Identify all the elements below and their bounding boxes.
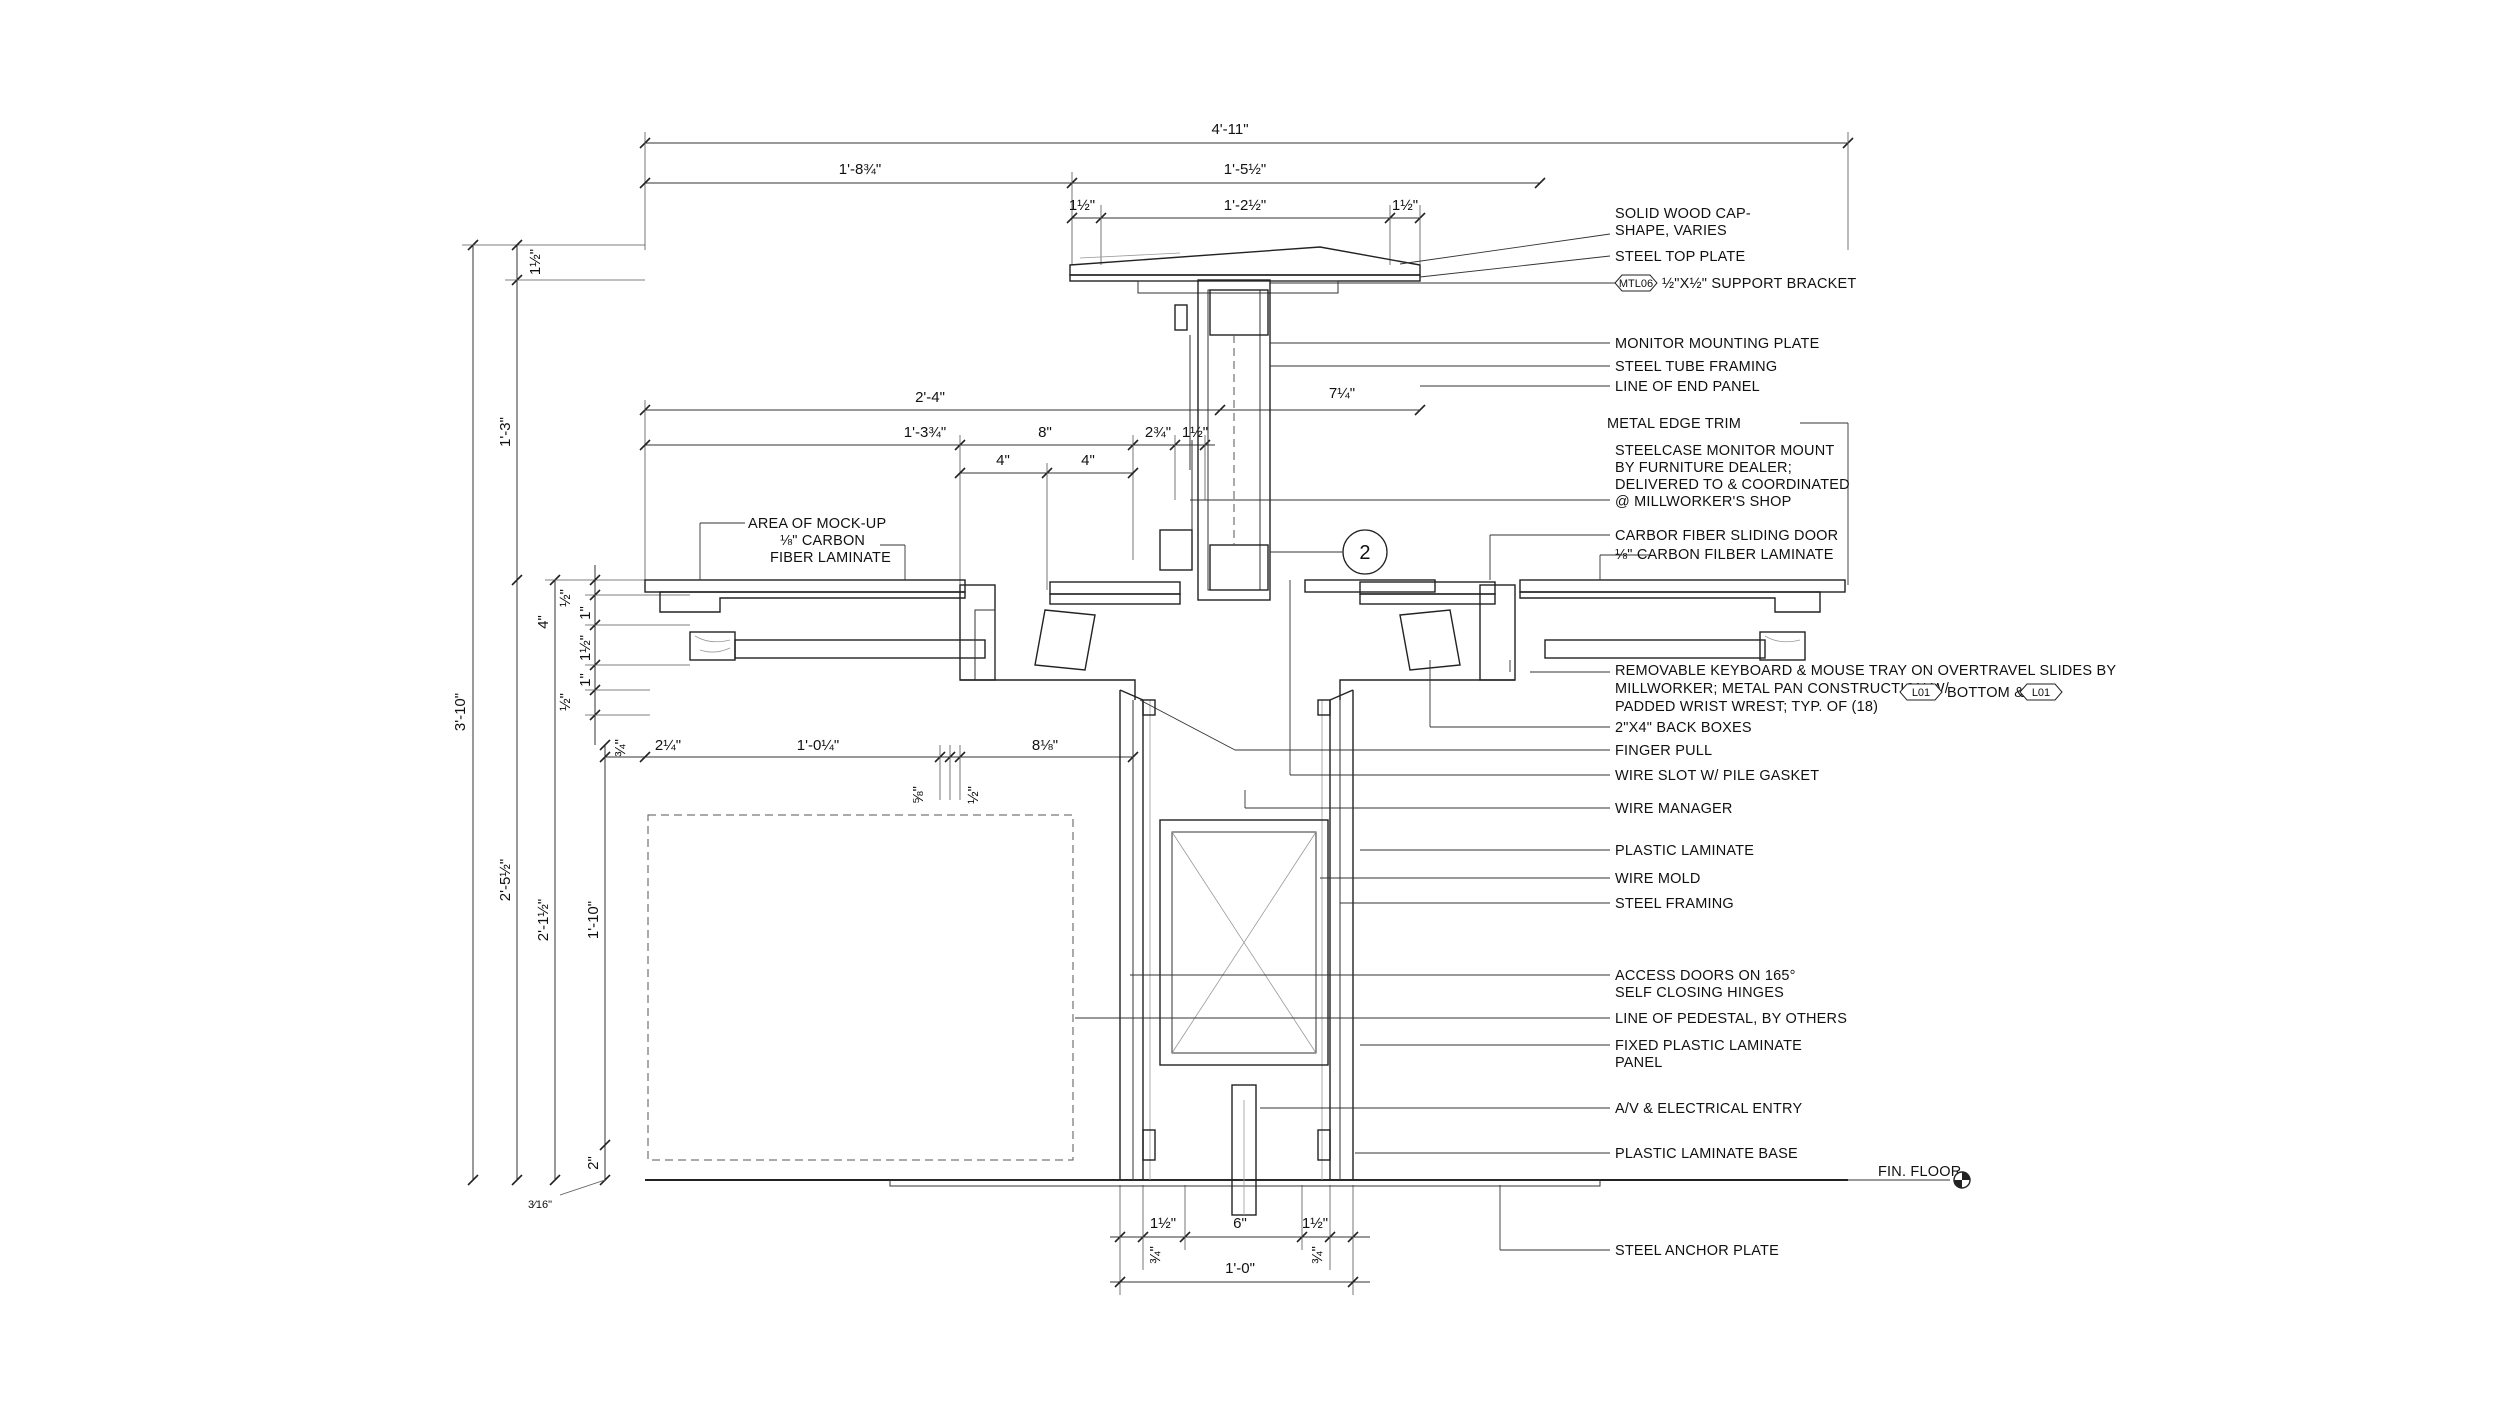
note-finger-pull: FINGER PULL: [1615, 743, 1712, 759]
mock-up-note: AREA OF MOCK-UP ⅛" CARBON FIBER LAMINATE: [699, 516, 906, 580]
dim-small-half: ½": [965, 786, 982, 804]
dim-cap-right: 1½": [1392, 197, 1418, 214]
note-line-of-pedestal: LINE OF PEDESTAL, BY OTHERS: [1615, 1011, 1847, 1027]
dim-bot-overall: 1'-0": [1225, 1260, 1255, 1277]
note-metal-edge-trim: METAL EDGE TRIM: [1607, 416, 1741, 432]
note-carbon-door-1: CARBOR FIBER SLIDING DOOR: [1615, 528, 1838, 544]
note-wire-mold: WIRE MOLD: [1615, 871, 1701, 887]
floor-line: FIN. FLOOR: [645, 1164, 1971, 1189]
note-access-doors-1: ACCESS DOORS ON 165°: [1615, 968, 1796, 984]
note-support-bracket: ½"X½" SUPPORT BRACKET: [1662, 276, 1856, 292]
dim-low-8: 8⅛": [1032, 737, 1058, 754]
dim-v-1a: 1": [577, 606, 594, 620]
dim-cap-left: 1½": [1069, 197, 1095, 214]
note-keyboard-tray-1: REMOVABLE KEYBOARD & MOUSE TRAY ON OVERT…: [1615, 663, 2116, 679]
dim-cap-mid: 1'-2½": [1224, 197, 1266, 214]
area-line1: AREA OF MOCK-UP: [748, 516, 886, 532]
callout-number: 2: [1359, 542, 1370, 564]
right-notes: SOLID WOOD CAP- SHAPE, VARIES STEEL TOP …: [1075, 206, 2116, 1259]
note-steel-anchor-plate: STEEL ANCHOR PLATE: [1615, 1243, 1779, 1259]
tag-l01-b: L01: [2019, 683, 2063, 701]
note-steel-tube-framing: STEEL TUBE FRAMING: [1615, 359, 1777, 375]
note-steelcase-4: @ MILLWORKER'S SHOP: [1615, 494, 1792, 510]
note-keyboard-tray-2: MILLWORKER; METAL PAN CONSTRUCTION W/: [1615, 681, 1950, 697]
dim-v-overall: 3'-10": [452, 693, 469, 731]
dim-bot-right-1h: 1½": [1302, 1215, 1328, 1232]
note-steelcase-1: STEELCASE MONITOR MOUNT: [1615, 443, 1834, 459]
dim-v-1ft10: 1'-10": [585, 901, 602, 939]
dim-bot-left-1h: 1½": [1150, 1215, 1176, 1232]
note-wire-manager: WIRE MANAGER: [1615, 801, 1733, 817]
dim-top-mid: 1'-5½": [1224, 161, 1266, 178]
note-plastic-laminate: PLASTIC LAMINATE: [1615, 843, 1754, 859]
tag-l01-a: L01: [1899, 683, 1943, 701]
cap-and-top-plate: [1069, 246, 1421, 294]
monitor-post: [1159, 279, 1271, 601]
dim-v-1b: 1": [577, 673, 594, 687]
note-fixed-laminate-1: FIXED PLASTIC LAMINATE: [1615, 1038, 1802, 1054]
dim-mid-4a: 4": [996, 452, 1010, 469]
dim-right-7q: 7¼": [1329, 385, 1355, 402]
note-back-boxes: 2"X4" BACK BOXES: [1615, 720, 1752, 736]
pedestal-by-others: [647, 814, 1074, 1161]
note-solid-wood-cap-1: SOLID WOOD CAP-: [1615, 206, 1751, 222]
left-dimensions: 3'-10" 1½" 1'-3" 2'-5½" 2'-1½" 4": [452, 239, 690, 1211]
dim-v-small-c: ¾": [612, 739, 629, 757]
note-carbon-door-2: ⅛" CARBON FILBER LAMINATE: [1615, 547, 1834, 563]
dim-low-1ft: 1'-0¼": [797, 737, 839, 754]
note-monitor-mounting-plate: MONITOR MOUNTING PLATE: [1615, 336, 1820, 352]
right-work-surface: [1304, 579, 1846, 700]
left-work-surface: [644, 579, 1181, 700]
dim-mid-overall: 2'-4": [915, 389, 945, 406]
dim-low-2q: 2¼": [655, 737, 681, 754]
elevation-marker-icon: [1953, 1171, 1971, 1189]
dim-mid-left: 1'-3¾": [904, 424, 946, 441]
dim-v-small-d: 3⁄16": [528, 1199, 552, 1211]
dim-v-small-a: ½": [557, 589, 574, 607]
dim-mid-4b: 4": [1081, 452, 1095, 469]
dim-v-small-b: ½": [557, 693, 574, 711]
dim-v-4: 4": [535, 615, 552, 629]
dim-v-2ft1: 2'-1½": [535, 899, 552, 941]
dim-v-upper: 1'-3": [497, 417, 514, 447]
area-line2: ⅛" CARBON: [780, 533, 865, 549]
tag-mtl06-label: MTL06: [1619, 278, 1653, 290]
dim-bot-small-l: ¾": [1147, 1246, 1164, 1264]
note-fixed-laminate-2: PANEL: [1615, 1055, 1662, 1071]
dim-small-5-8: ⅝": [910, 786, 927, 804]
note-keyboard-tray-bottom: BOTTOM &: [1947, 685, 2024, 701]
note-wire-slot: WIRE SLOT W/ PILE GASKET: [1615, 768, 1819, 784]
dim-v-2: 2": [585, 1156, 602, 1170]
detail-callout: 2: [1270, 529, 1388, 575]
floor-label: FIN. FLOOR: [1878, 1164, 1961, 1180]
dim-v-1h: 1½": [577, 635, 594, 661]
dim-mid-2q: 2¾": [1145, 424, 1171, 441]
dim-v-top-small: 1½": [527, 249, 544, 275]
area-line3: FIBER LAMINATE: [770, 550, 891, 566]
note-steelcase-2: BY FURNITURE DEALER;: [1615, 460, 1792, 476]
dim-mid-1h: 1½": [1182, 424, 1208, 441]
dim-mid-8: 8": [1038, 424, 1052, 441]
dim-bot-6: 6": [1233, 1215, 1247, 1232]
tag-l01-a-label: L01: [1912, 687, 1930, 699]
note-laminate-base: PLASTIC LAMINATE BASE: [1615, 1146, 1798, 1162]
dim-v-2ft5: 2'-5½": [497, 859, 514, 901]
tag-l01-b-label: L01: [2032, 687, 2050, 699]
tag-mtl06: MTL06: [1614, 274, 1658, 292]
note-line-of-end-panel: LINE OF END PANEL: [1615, 379, 1760, 395]
note-keyboard-tray-3: PADDED WRIST WREST; TYP. OF (18): [1615, 699, 1878, 715]
pedestal: [1119, 689, 1354, 1216]
top-dimensions: 4'-11" 1'-8¾" 1'-5½" 1½" 1'-2½" 1½" 2'-4…: [599, 121, 1854, 1295]
note-access-doors-2: SELF CLOSING HINGES: [1615, 985, 1784, 1001]
note-av-entry: A/V & ELECTRICAL ENTRY: [1615, 1101, 1802, 1117]
note-solid-wood-cap-2: SHAPE, VARIES: [1615, 223, 1727, 239]
note-steel-top-plate: STEEL TOP PLATE: [1615, 249, 1745, 265]
dim-top-overall: 4'-11": [1211, 121, 1248, 138]
note-steel-framing: STEEL FRAMING: [1615, 896, 1734, 912]
dim-top-left: 1'-8¾": [839, 161, 881, 178]
dim-bot-small-r: ¾": [1309, 1246, 1326, 1264]
note-steelcase-3: DELIVERED TO & COORDINATED: [1615, 477, 1850, 493]
